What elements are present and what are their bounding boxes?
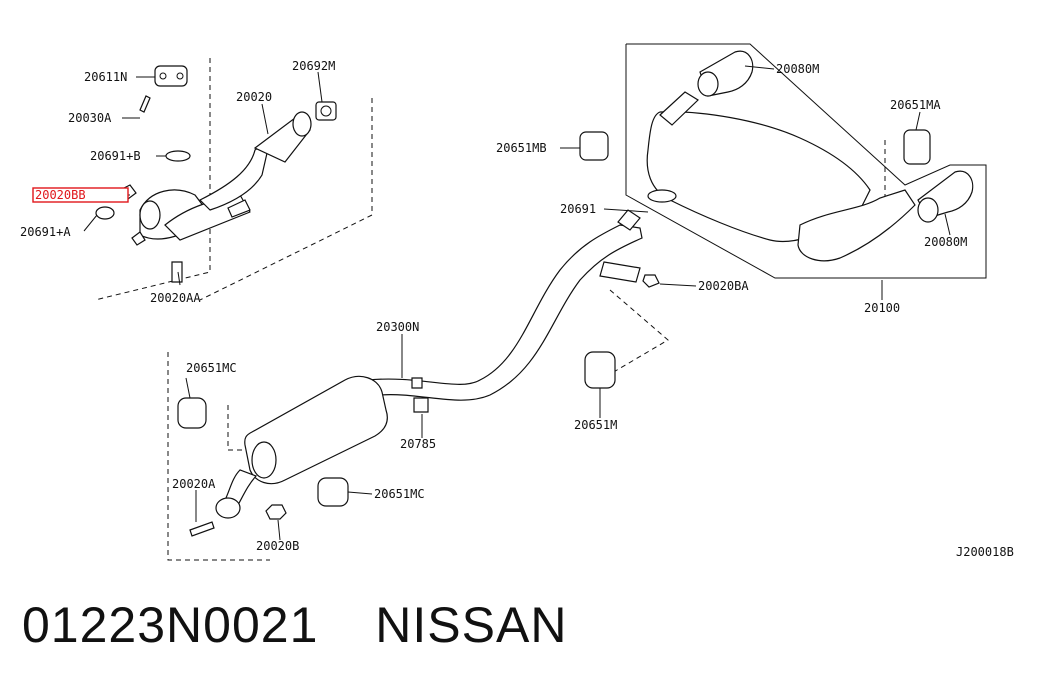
label-20020BA: 20020BA	[698, 279, 749, 293]
label-20611N: 20611N	[84, 70, 127, 84]
label-20020B: 20020B	[256, 539, 299, 553]
center-group-outline	[167, 289, 669, 561]
highlight-box-20020BB	[32, 187, 129, 203]
part-number: 01223N0021	[22, 597, 319, 653]
label-20651M: 20651M	[574, 418, 617, 432]
label-20020AA: 20020AA	[150, 291, 201, 305]
label-20785: 20785	[400, 437, 436, 451]
drawing-id: J200018B	[956, 545, 1014, 559]
label-20651MC-left: 20651MC	[186, 361, 237, 375]
leader-lines	[83, 65, 951, 541]
label-20651MC-bottom: 20651MC	[374, 487, 425, 501]
label-20300N: 20300N	[376, 320, 419, 334]
label-20691-B: 20691+B	[90, 149, 141, 163]
label-20100: 20100	[864, 301, 900, 315]
label-20080M-top: 20080M	[776, 62, 819, 76]
label-20692M: 20692M	[292, 59, 335, 73]
label-20080M-right: 20080M	[924, 235, 967, 249]
label-20020A: 20020A	[172, 477, 216, 491]
rear-group-outline	[625, 43, 987, 279]
footer: 01223N0021 NISSAN	[22, 596, 567, 654]
label-20020BB[interactable]: 20020BB	[35, 188, 86, 202]
front-group-outline	[94, 58, 373, 301]
rear-muffler	[642, 50, 974, 288]
label-20651MA: 20651MA	[890, 98, 941, 112]
label-20030A: 20030A	[68, 111, 112, 125]
exhaust-diagram: 20611N 20030A 20691+B 20020BB 20691+A 20…	[20, 43, 1014, 561]
label-20691: 20691	[560, 202, 596, 216]
label-20651MB: 20651MB	[496, 141, 547, 155]
rubber-mounts	[177, 129, 931, 507]
label-20691-A: 20691+A	[20, 225, 71, 239]
label-20020: 20020	[236, 90, 272, 104]
catalytic-converter	[95, 65, 337, 283]
center-pipe-assembly	[189, 209, 643, 537]
brand-name: NISSAN	[375, 597, 568, 653]
